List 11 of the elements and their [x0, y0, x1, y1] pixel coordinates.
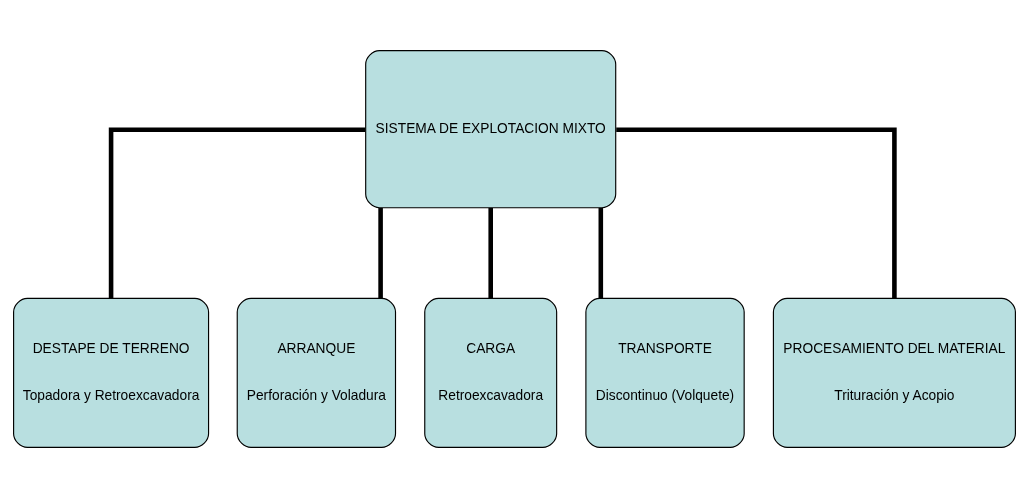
- connector: [488, 207, 493, 298]
- node-box: PROCESAMIENTO DEL MATERIAL Trituración y Acopio: [772, 297, 1016, 448]
- node-box: SISTEMA DE EXPLOTACION MIXTO: [365, 49, 617, 208]
- node-box: TRANSPORTE Discontinuo (Volquete): [585, 297, 745, 448]
- connector: [616, 126, 897, 298]
- connector: [378, 207, 383, 298]
- connector: [108, 126, 366, 298]
- connector: [598, 207, 604, 298]
- node-box: DESTAPE DE TERRENO Topadora y Retroexcavadora: [13, 297, 210, 448]
- node-box: CARGA Retroexcavadora: [424, 297, 558, 448]
- node-box: ARRANQUE Perforación y Voladura: [236, 297, 397, 448]
